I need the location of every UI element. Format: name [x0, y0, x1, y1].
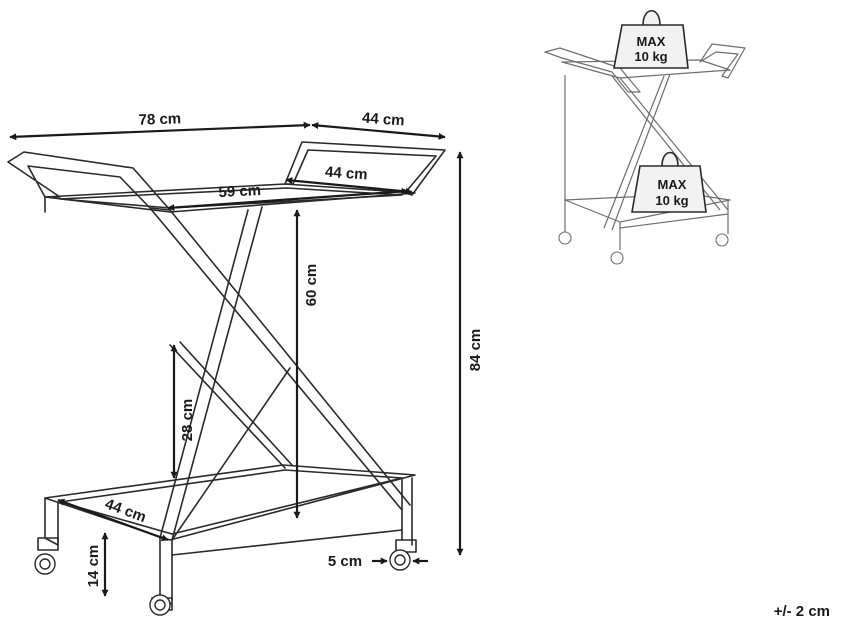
label-bottom-clearance: 14 cm: [85, 545, 102, 588]
label-width-top: 78 cm: [138, 110, 181, 128]
label-depth-top: 44 cm: [361, 110, 405, 130]
depth-top-arrow: [311, 122, 446, 140]
width-top-arrow: [9, 121, 311, 141]
x-leg: [149, 207, 403, 511]
wheel-back-right: [389, 539, 417, 571]
load-top-label: MAX: [637, 34, 666, 49]
weight-bottom-icon: MAX 10 kg: [631, 151, 707, 213]
label-wheel-size: 5 cm: [328, 553, 362, 570]
tolerance-note: +/- 2 cm: [774, 603, 830, 620]
wheel-front-right: [149, 594, 173, 616]
label-tray-depth-top: 44 cm: [324, 164, 368, 184]
label-tray-width-top: 59 cm: [218, 182, 261, 201]
tray-depth-bottom-arrow: [57, 498, 169, 542]
main-trolley: [7, 141, 446, 616]
bottom-shelf: [44, 464, 416, 541]
label-total-height: 84 cm: [467, 329, 484, 372]
label-shelf-gap: 28 cm: [179, 399, 196, 442]
label-tray-height: 60 cm: [303, 264, 320, 307]
load-bottom-label: MAX: [658, 177, 687, 192]
weight-top-icon: MAX 10 kg: [613, 9, 689, 69]
load-diagram: MAX 10 kg MAX 10 kg: [544, 9, 746, 265]
tray-width-top-arrow: [167, 187, 409, 212]
dimension-lines: [9, 121, 464, 597]
load-top-value: 10 kg: [634, 49, 667, 64]
load-bottom-value: 10 kg: [655, 193, 688, 208]
wheel-front-left: [34, 537, 59, 575]
dimension-labels: 78 cm 44 cm 44 cm 59 cm 60 cm 84 cm 28 c…: [85, 110, 484, 588]
